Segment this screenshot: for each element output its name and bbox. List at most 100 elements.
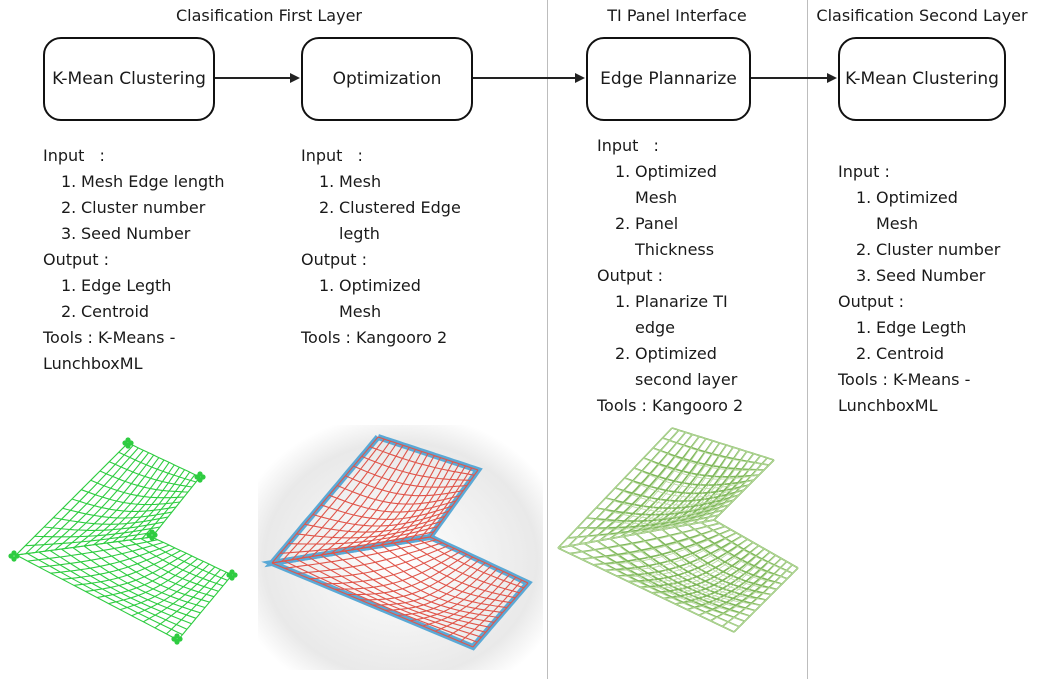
mesh-line	[296, 520, 442, 539]
cluster-centroid-marker	[146, 529, 158, 541]
list-item: 2.Centroid	[61, 302, 150, 321]
list-item: 3.Seed Number	[856, 266, 986, 285]
optimized-mesh-render	[258, 425, 543, 670]
box-kmean-clustering-first: K-Mean Clustering	[43, 37, 215, 121]
mesh-line	[99, 470, 189, 493]
mesh-line	[567, 514, 720, 539]
mesh-line	[393, 542, 516, 599]
list-item: 2.Clustered Edge legth	[319, 198, 461, 243]
mesh-line	[347, 553, 468, 596]
cluster-centroid-marker	[194, 471, 206, 483]
mesh-line	[661, 528, 777, 591]
mesh-line	[38, 551, 188, 630]
mesh-line	[71, 498, 177, 512]
mesh-line	[361, 455, 471, 481]
mesh-line	[353, 465, 467, 488]
mesh-line	[624, 477, 750, 495]
mesh-line	[344, 550, 499, 619]
spec-column-2: Input : 1.Mesh 2.Clustered Edge legth Ou…	[301, 143, 491, 351]
mesh-line	[595, 499, 735, 519]
list-item: 2.Cluster number	[61, 198, 206, 217]
list-item: 2.Centroid	[856, 344, 945, 363]
mesh-line	[460, 579, 523, 643]
mesh-line	[643, 457, 760, 480]
mesh-line	[49, 550, 192, 625]
mesh-line	[405, 540, 520, 594]
mesh-line	[334, 550, 461, 590]
mesh-line	[609, 538, 756, 612]
mesh-lobe-lower	[557, 519, 799, 633]
mesh-line	[417, 538, 524, 589]
mesh-line	[472, 582, 529, 648]
list-item: 1.Optimized Mesh	[615, 162, 717, 207]
mesh-line	[583, 542, 745, 623]
input-list: 1.Optimized Mesh 2.Panel Thickness	[597, 159, 797, 263]
mesh-line	[397, 565, 492, 617]
section-title-first-layer: Clasification First Layer	[176, 6, 362, 25]
mesh-line	[596, 540, 751, 617]
mesh-line	[15, 554, 179, 641]
mesh-line	[53, 516, 169, 525]
mesh-lobe-lower	[271, 536, 529, 648]
mesh-line	[567, 514, 720, 539]
mesh-line	[570, 544, 740, 628]
mesh-line	[281, 438, 385, 562]
mesh-line	[321, 447, 410, 556]
input-list: 1.Mesh 2.Clustered Edge legth	[301, 169, 491, 247]
mesh-line	[570, 545, 740, 628]
mesh-line	[280, 531, 434, 554]
output-label: Output :	[301, 250, 368, 269]
mesh-line	[687, 524, 788, 580]
box-edge-plannarize: Edge Plannarize	[586, 37, 751, 121]
mesh-line	[583, 542, 745, 622]
mesh-line	[700, 521, 794, 575]
planarized-mesh-render	[557, 427, 799, 633]
tools-label: Tools	[43, 328, 83, 347]
cluster-centroid-marker	[171, 633, 183, 645]
mesh-line	[368, 546, 507, 609]
mesh-line	[605, 494, 740, 513]
list-item: 1.Mesh	[319, 172, 382, 191]
input-label: Input	[597, 136, 639, 155]
list-item: 2.Panel Thickness	[615, 214, 715, 259]
tools-label: Tools	[597, 396, 637, 415]
mesh-line	[671, 427, 775, 461]
output-label: Output :	[43, 250, 110, 269]
spec-column-3: Input : 1.Optimized Mesh 2.Panel Thickne…	[597, 133, 797, 419]
mesh-line	[43, 521, 165, 531]
mesh-line	[143, 566, 216, 623]
mesh-line	[422, 571, 504, 627]
list-item: 2.Cluster number	[856, 240, 1001, 259]
mesh-line	[435, 574, 511, 632]
mesh-line	[320, 504, 453, 520]
output-list: 1.Planarize TI edge 2.Optimized second l…	[597, 289, 797, 393]
output-label: Output :	[838, 292, 905, 311]
section-divider	[807, 0, 808, 679]
input-list: 1.Mesh Edge length 2.Cluster number 3.Se…	[43, 169, 243, 247]
mesh-line	[283, 560, 478, 643]
mesh-line	[34, 526, 161, 538]
mesh-line	[336, 484, 460, 505]
mesh-line	[25, 531, 157, 547]
mesh-lobe-upper-second-layer	[557, 427, 775, 549]
mesh-line	[151, 536, 233, 576]
mesh-line	[131, 563, 210, 617]
mesh-line	[132, 471, 191, 540]
mesh-line	[648, 531, 772, 596]
mesh-line	[312, 510, 449, 527]
mesh-lobe-upper	[15, 442, 201, 556]
mesh-line	[381, 544, 512, 604]
spec-column-1: Input : 1.Mesh Edge length 2.Cluster num…	[43, 143, 243, 377]
list-item: 1.Planarize TI edge	[615, 292, 728, 337]
mesh-line	[345, 475, 464, 497]
list-item: 1.Edge Legth	[856, 318, 967, 337]
mesh-line	[622, 535, 761, 606]
mesh-line	[340, 451, 423, 553]
mesh-line	[271, 436, 379, 564]
box-optimization: Optimization	[301, 37, 473, 121]
input-list: 1.Optimized Mesh 2.Cluster number 3.Seed…	[838, 185, 1033, 289]
mesh-line	[72, 547, 201, 614]
list-item: 3.Seed Number	[61, 224, 191, 243]
mesh-line	[94, 544, 210, 603]
mesh-line	[586, 504, 730, 525]
